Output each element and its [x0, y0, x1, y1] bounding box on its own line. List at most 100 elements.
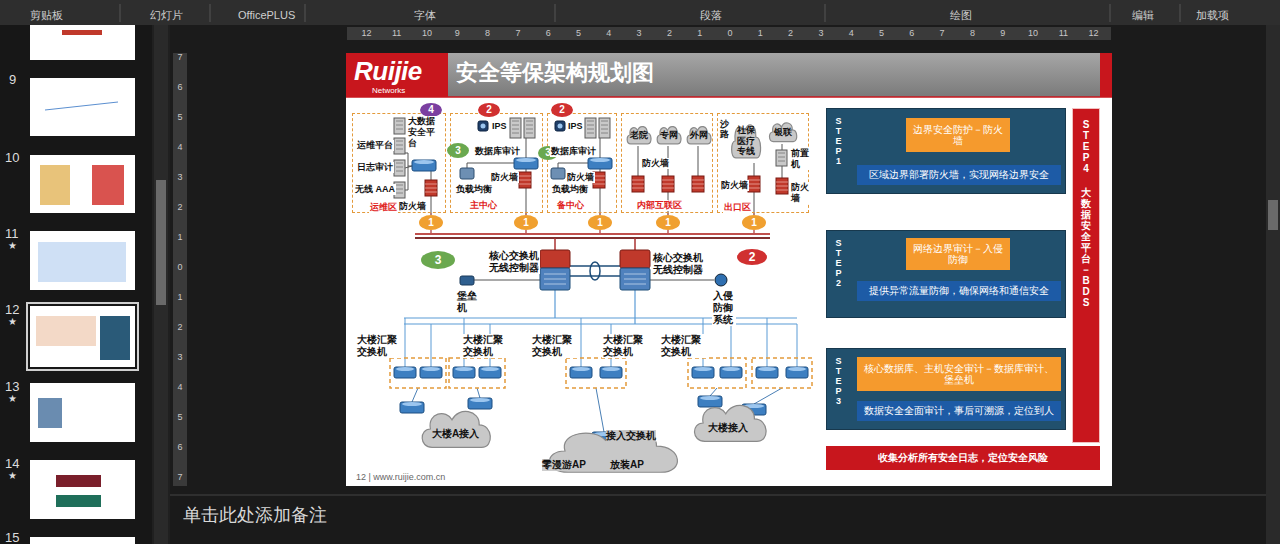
slide-number: 14: [5, 456, 19, 472]
wire: [782, 144, 783, 150]
ruler-number: 6: [538, 28, 558, 39]
notes-border: [170, 495, 1266, 496]
ribbon-group-label: 绘图: [950, 9, 972, 22]
callout-number: 4: [420, 103, 442, 117]
network-cloud: 社保医疗专线: [729, 118, 763, 164]
firewall-brick: [776, 190, 788, 191]
switch-icon: [720, 367, 742, 378]
wire: [731, 324, 732, 367]
scrollbar: [154, 25, 168, 544]
firewall-brick: [776, 186, 788, 187]
network-cloud: 老院: [625, 123, 653, 147]
wire: [408, 166, 412, 167]
device-caption: 堡垒机: [456, 290, 478, 314]
server-detail: [396, 189, 403, 190]
wire: [412, 388, 418, 402]
device-caption: IPS: [491, 121, 508, 132]
ribbon-separator: [120, 4, 121, 22]
server-detail: [778, 153, 785, 154]
ribbon-group-label: 字体: [414, 9, 436, 22]
switch-icon: [479, 367, 501, 378]
wire: [754, 192, 755, 213]
device-caption: 防火墙: [790, 182, 812, 204]
step-body: 提供异常流量防御，确保网络和通信安全: [857, 281, 1061, 301]
node-text: 老院: [630, 130, 648, 141]
firewall-brick: [692, 180, 704, 181]
ruler-number: 6: [174, 82, 186, 93]
aggregation-group: [390, 358, 446, 388]
ribbon-group-label: 段落: [700, 9, 722, 22]
switch-icon: [698, 396, 722, 407]
switch-top: [414, 160, 434, 164]
server-detail: [778, 161, 785, 162]
slide-footer: 12 | www.ruijie.com.cn: [356, 472, 445, 483]
server-detail: [526, 133, 533, 134]
server-detail: [601, 121, 608, 122]
firewall-icon: [662, 176, 674, 192]
node-text: 3: [455, 145, 461, 157]
switch-icon: [756, 367, 778, 378]
firewall-brick: [662, 180, 674, 181]
wire: [710, 388, 717, 396]
firewall-brick: [425, 184, 437, 185]
slide-thumbnail: [30, 383, 135, 442]
ruler-number: 8: [962, 28, 982, 39]
ruler-number: 4: [841, 28, 861, 39]
ruler-number: 2: [659, 28, 679, 39]
ruler-number: 9: [993, 28, 1013, 39]
device-caption: 数据库审计: [550, 146, 597, 157]
node-text: 边界安全防护－防火墙: [911, 124, 1005, 147]
wire: [650, 280, 714, 281]
thumbnail-mark: [45, 102, 118, 110]
wire: [405, 318, 406, 367]
server-detail: [526, 121, 533, 122]
device-caption: 防火墙: [720, 180, 749, 191]
ruler-number: 11: [1053, 28, 1073, 39]
thumbnail-mark: [38, 242, 126, 282]
server-icon: [599, 118, 610, 138]
firewall-brick: [632, 188, 644, 189]
thumbnail-mark: [36, 316, 96, 346]
firewall-brick: [632, 180, 644, 181]
ruler-number: 4: [599, 28, 619, 39]
ruler-number: 11: [387, 28, 407, 39]
node-text: 1: [665, 217, 671, 229]
summary-bar: 收集分析所有安全日志，定位安全风险: [826, 446, 1100, 470]
firewall-brick: [748, 184, 760, 185]
ruler-number: 0: [720, 28, 740, 39]
switch-top: [470, 398, 490, 402]
ruler-number: 0: [174, 262, 186, 273]
node-text: 零漫游AP: [542, 459, 586, 471]
server-detail: [526, 125, 533, 126]
step-heading: 网络边界审计－入侵防御: [906, 238, 1010, 270]
device-caption: 前置机: [790, 148, 812, 170]
scrollbar-thumb: [156, 180, 166, 305]
switch-top: [402, 402, 422, 406]
switch-icon: [468, 398, 492, 409]
ribbon-separator: [1180, 4, 1181, 22]
wire: [782, 166, 783, 178]
title-band-end: [1100, 53, 1112, 97]
ruler-number: 7: [932, 28, 952, 39]
node-text: 出口区: [723, 202, 752, 213]
device-caption: 大楼汇聚交换机: [356, 334, 402, 358]
network-cloud: 接入交换机零漫游AP放装AP: [538, 422, 688, 480]
thumbnail-mark: [56, 495, 101, 507]
wire: [467, 163, 514, 168]
switch-icon: [786, 367, 808, 378]
firewall-brick: [662, 188, 674, 189]
device-caption: 大楼汇聚交换机: [531, 334, 577, 358]
node-text: 接入交换机: [606, 430, 656, 442]
wire: [477, 388, 480, 398]
thumbnail-mark: [56, 475, 101, 487]
ruler-number: 3: [629, 28, 649, 39]
core-switch-ports: [544, 279, 566, 280]
node-text: 银联: [774, 127, 792, 138]
step-body: 数据安全全面审计，事后可溯源，定位到人: [857, 401, 1061, 421]
wire: [405, 166, 412, 168]
thumbnail-mark: [38, 398, 62, 428]
step-body: 区域边界部署防火墙，实现网络边界安全: [857, 165, 1061, 185]
node-text: 内部互联区: [636, 200, 683, 211]
callout-number: 3: [421, 251, 455, 269]
platform-bar: STEP4大数据安全平台－BDS: [1072, 108, 1100, 443]
